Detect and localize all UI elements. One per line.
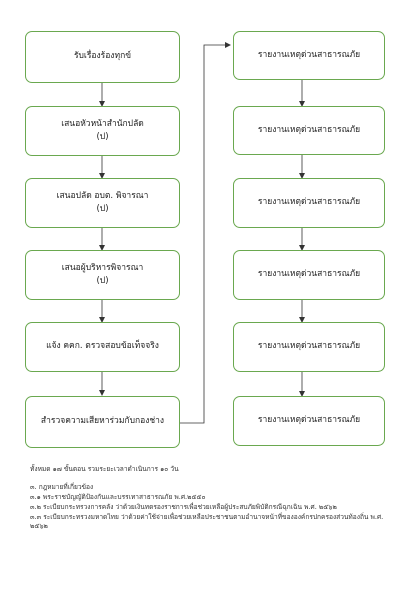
- notes-section: ทั้งหมด ๑๗ ขั้นตอน รวมระยะเวลาดำเนินการ …: [30, 465, 385, 532]
- law-heading: ๓. กฎหมายที่เกี่ยวข้อง: [30, 482, 94, 491]
- step-report-6: รายงานเหตุด่วนสาธารณภัย: [233, 396, 385, 446]
- step-propose-office-head: เสนอหัวหน้าสำนักปลัด (ป): [25, 106, 180, 156]
- step-receive-complaint: รับเรื่องร้องทุกข์: [25, 31, 180, 83]
- step-propose-executive: เสนอผู้บริหารพิจารณา (ป): [25, 250, 180, 300]
- law-item-1: ๓.๑ พระราชบัญญัติป้องกันและบรรเทาสาธารณภ…: [30, 492, 206, 501]
- law-item-2: ๓.๒ ระเบียบกระทรวงการคลัง ว่าด้วยเงินทดร…: [30, 502, 337, 511]
- law-item-3: ๓.๓ ระเบียบกระทรวงมหาดไทย ว่าด้วยค่าใช้จ…: [30, 512, 384, 531]
- step-report-4: รายงานเหตุด่วนสาธารณภัย: [233, 250, 385, 300]
- step-notify-fact-check: แจ้ง คคก. ตรวจสอบข้อเท็จจริง: [25, 322, 180, 372]
- summary-text: ทั้งหมด ๑๗ ขั้นตอน รวมระยะเวลาดำเนินการ …: [30, 465, 179, 473]
- step-propose-chief-administrator: เสนอปลัด อบต. พิจารณา (ป): [25, 178, 180, 228]
- step-survey-damage: สำรวจความเสียหาร่วมกับกองช่าง: [25, 396, 180, 448]
- step-report-2: รายงานเหตุด่วนสาธารณภัย: [233, 106, 385, 155]
- step-report-3: รายงานเหตุด่วนสาธารณภัย: [233, 178, 385, 228]
- step-report-1: รายงานเหตุด่วนสาธารณภัย: [233, 31, 385, 80]
- arrow-left-to-right-column: [179, 42, 231, 424]
- step-report-5: รายงานเหตุด่วนสาธารณภัย: [233, 322, 385, 372]
